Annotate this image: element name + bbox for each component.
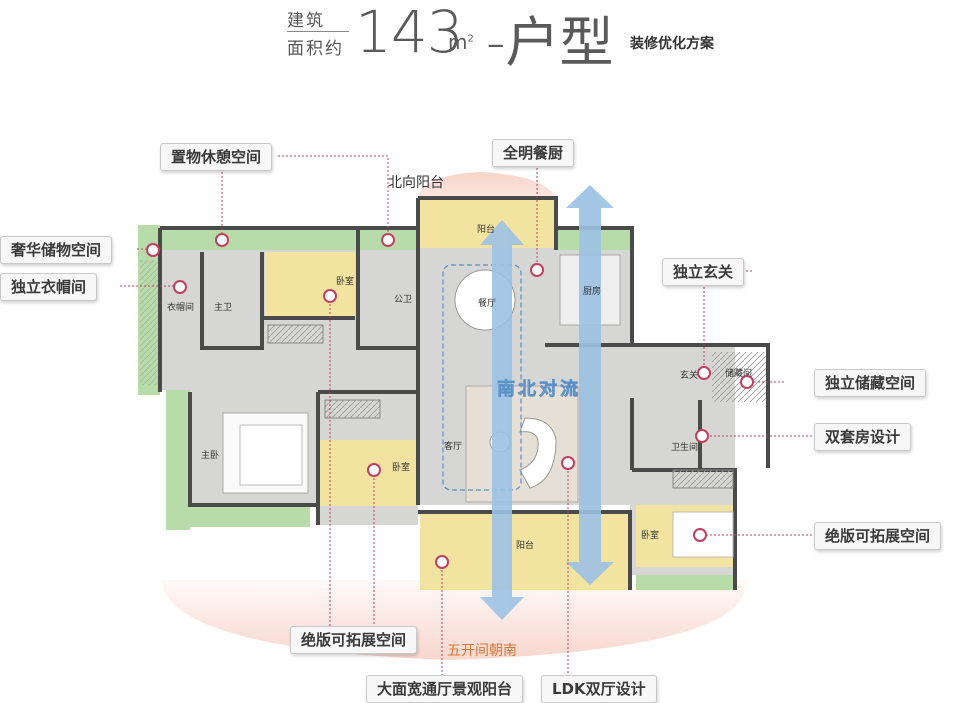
airflow-arrow-right — [566, 185, 614, 585]
wardrobe-mid — [324, 399, 381, 419]
south-orientation-label: 五开间朝南 — [447, 643, 517, 659]
green-strip-north — [160, 228, 418, 250]
master-bed-mattress — [239, 424, 303, 486]
marker-luxury-storage — [146, 243, 160, 257]
callout-storage-room: 独立储藏空间 — [814, 369, 927, 397]
furniture — [222, 254, 734, 558]
header-label-building: 建筑 — [287, 11, 325, 31]
room-label-balcony-bottom: 阳台 — [516, 539, 534, 551]
marker-north-rest — [381, 233, 395, 247]
callout-balcony: 大面宽通厅景观阳台 — [366, 675, 524, 703]
room-label-living: 客厅 — [444, 440, 462, 452]
zone-bedroom-top — [265, 252, 355, 318]
storage-hatch — [712, 352, 768, 402]
callout-entrance: 独立玄关 — [662, 258, 745, 286]
callout-storage-rest: 置物休憩空间 — [160, 143, 273, 171]
marker-bedroom-mid — [367, 463, 381, 477]
room-label-bathroom: 卫生间 — [671, 441, 698, 453]
walls — [158, 196, 770, 590]
callout-bright-kitchen: 全明餐厨 — [492, 139, 575, 167]
room-label-bedroom-top: 卧室 — [336, 275, 354, 287]
airflow-label: 南北对流 — [497, 378, 581, 400]
callout-double-suite: 双套房设计 — [814, 423, 912, 451]
west-hatch — [140, 260, 160, 385]
marker-ldk — [561, 456, 575, 470]
callout-expandable-right: 绝版可拓展空间 — [814, 522, 942, 550]
wardrobe-right — [672, 469, 734, 489]
room-label-kitchen: 厨房 — [583, 285, 601, 297]
header-label-area: 面积约 — [287, 39, 344, 59]
header: 建筑 面积约 143 m2 -户型 装修优化方案 — [0, 0, 957, 74]
sofa — [519, 417, 557, 489]
callout-cloakroom: 独立衣帽间 — [0, 273, 98, 301]
room-label-bedroom-right: 卧室 — [641, 529, 659, 541]
header-unit-type: -户型 — [486, 11, 614, 74]
callout-ldk: LDK双厅设计 — [541, 675, 657, 703]
header-unit: m2 — [448, 30, 474, 54]
marker-double-suite — [695, 429, 709, 443]
marker-expandable-right — [693, 528, 707, 542]
room-label-master-bath: 主卫 — [214, 301, 232, 313]
markers — [146, 233, 754, 569]
room-label-bedroom-mid: 卧室 — [392, 461, 410, 473]
north-balcony-label: 北向阳台 — [388, 175, 444, 191]
airflow-arrows — [480, 185, 614, 620]
marker-foyer — [697, 366, 711, 380]
header-area-number: 143 — [355, 0, 464, 66]
marker-rest-space — [215, 233, 229, 247]
header-subtitle: 装修优化方案 — [630, 36, 714, 52]
airflow-arrow-left — [480, 220, 524, 620]
callout-expandable-bottom: 绝版可拓展空间 — [290, 626, 418, 654]
green-strip-sw — [166, 390, 190, 530]
room-label-foyer: 玄关 — [680, 369, 698, 381]
room-label-public-bath: 公卫 — [394, 294, 412, 305]
room-label-master: 主卧 — [201, 449, 219, 461]
ldk-outline — [442, 264, 522, 491]
marker-kitchen — [530, 263, 544, 277]
green-strip-south-master — [190, 505, 310, 527]
living-rug — [465, 385, 579, 503]
marker-cloakroom — [173, 280, 187, 294]
room-label-storage: 储藏间 — [725, 367, 752, 379]
marker-bedroom-top — [323, 289, 337, 303]
callout-luxury-storage: 奢华储物空间 — [0, 236, 113, 264]
room-label-cloak: 衣帽间 — [167, 301, 194, 313]
room-label-dining: 餐厅 — [478, 297, 496, 309]
room-label-balcony-top: 阳台 — [477, 223, 495, 235]
marker-balcony — [435, 555, 449, 569]
marker-storage — [740, 375, 754, 389]
header-divider — [287, 31, 349, 32]
wardrobe-top — [267, 324, 324, 344]
